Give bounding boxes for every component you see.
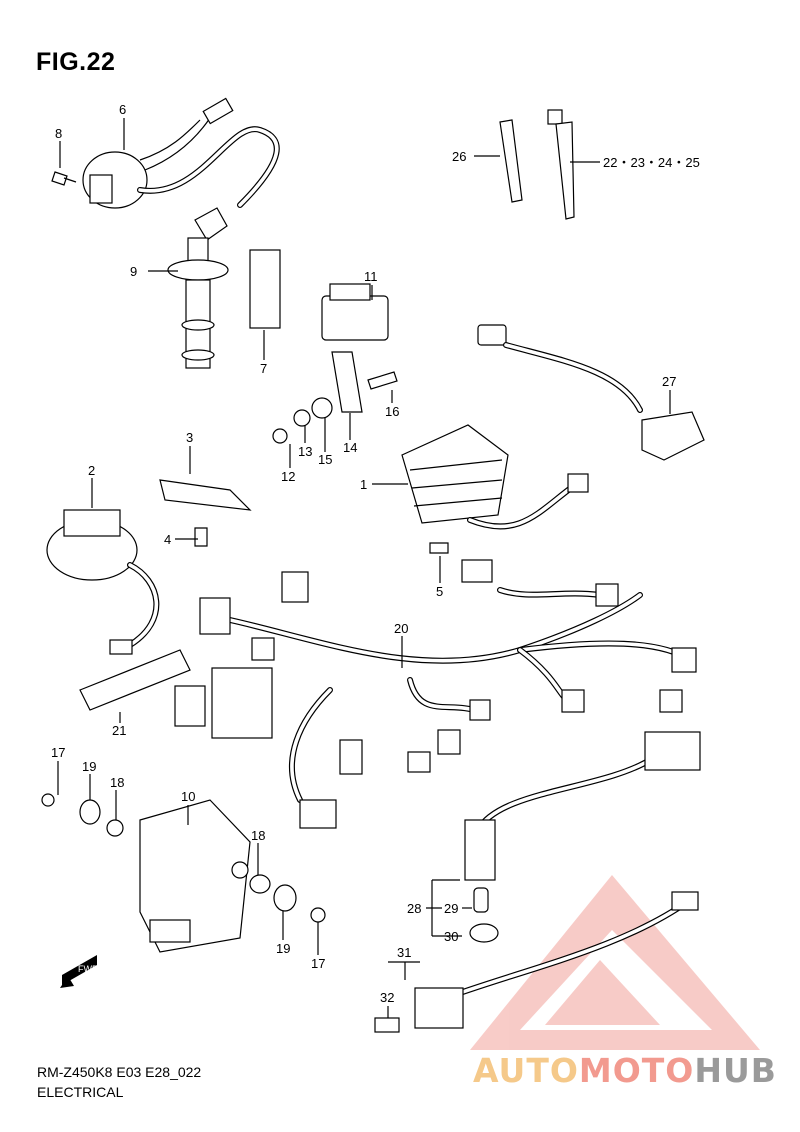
callout-18b: 18 [251, 828, 265, 843]
fwd-label: FWD [78, 964, 99, 974]
pad-part-7 [249, 249, 281, 329]
callout-3: 3 [186, 430, 193, 445]
collar-part-18a [106, 819, 124, 837]
callout-7: 7 [260, 361, 267, 376]
leader-lines [57, 118, 671, 1018]
grommet-part-19b [273, 884, 297, 912]
regulator-part-1 [401, 424, 589, 530]
bracket-part-14 [331, 351, 363, 413]
tape-part-21 [79, 649, 191, 711]
bolt-part-16 [367, 371, 398, 390]
callout-26: 26 [452, 149, 466, 164]
callout-15: 15 [318, 452, 332, 467]
relay-part-11 [321, 283, 389, 341]
callout-8: 8 [55, 126, 62, 141]
watermark-text-c: HUB [694, 1051, 777, 1090]
fuse-holder-part-31 [414, 891, 699, 1029]
nut-part-12 [272, 428, 288, 444]
watermark-text-a: AUTO [473, 1051, 579, 1090]
callout-29: 29 [444, 901, 458, 916]
callout-32: 32 [380, 990, 394, 1005]
ignition-coil-part [82, 97, 280, 209]
washer-part-13 [293, 409, 311, 427]
section-name: ELECTRICAL [37, 1084, 124, 1100]
condenser-part-2 [46, 509, 160, 655]
callout-18a: 18 [110, 775, 124, 790]
callout-12: 12 [281, 469, 295, 484]
callout-17b: 17 [311, 956, 325, 971]
plug-cap-part [167, 207, 229, 369]
callout-20: 20 [394, 621, 408, 636]
grommet-part-19a [79, 799, 101, 825]
callout-19b: 19 [276, 941, 290, 956]
callout-27: 27 [662, 374, 676, 389]
cushion-part-15 [311, 397, 333, 419]
fwd-arrow-icon: FWD [60, 955, 99, 988]
callout-21: 21 [112, 723, 126, 738]
bolt-part-17a [41, 793, 55, 807]
figure-title: FIG.22 [36, 48, 116, 76]
bolt-part-5 [429, 542, 449, 554]
bolt-part-17b [310, 907, 326, 923]
cable-tie-part-22 [547, 109, 575, 220]
callout-31: 31 [397, 945, 411, 960]
watermark-logo [470, 875, 760, 1050]
callout-9: 9 [130, 264, 137, 279]
callout-28: 28 [407, 901, 421, 916]
watermark-text-b: MOTO [578, 1051, 695, 1090]
fuse-part-32 [374, 1017, 400, 1033]
watermark-text: AUTOMOTOHUB [473, 1051, 777, 1090]
callout-13: 13 [298, 444, 312, 459]
callout-14: 14 [343, 440, 357, 455]
callout-6: 6 [119, 102, 126, 117]
bracket-part-3 [159, 479, 252, 511]
callout-11: 11 [364, 269, 378, 284]
callout-19a: 19 [82, 759, 96, 774]
callout-labels: 6 8 9 7 26 22・23・24・25 11 14 12 13 15 16… [51, 102, 700, 1005]
callout-30: 30 [444, 929, 458, 944]
bolt-part-4 [194, 527, 208, 547]
clamp-part-26 [499, 119, 523, 203]
callout-2: 2 [88, 463, 95, 478]
model-code: RM-Z450K8 E03 E28_022 [37, 1064, 202, 1080]
bolt-part-8 [51, 171, 77, 186]
callout-4: 4 [164, 532, 171, 547]
callout-5: 5 [436, 584, 443, 599]
callout-16: 16 [385, 404, 399, 419]
sensor-part-27 [477, 324, 705, 461]
callout-1: 1 [360, 477, 367, 492]
callout-22-25: 22・23・24・25 [603, 155, 700, 170]
wiring-harness-part-20 [174, 559, 697, 829]
connector-part-28 [464, 731, 701, 943]
ecm-part-10 [139, 799, 251, 953]
callout-17a: 17 [51, 745, 65, 760]
callout-10: 10 [181, 789, 195, 804]
collar-part-18b [249, 874, 271, 894]
